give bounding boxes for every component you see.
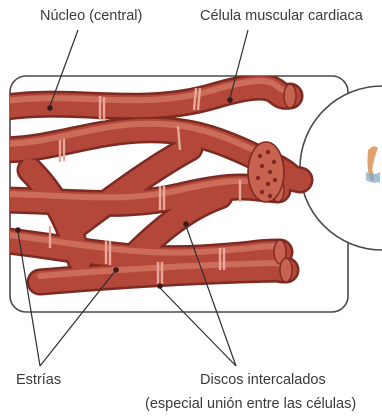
- label-striations: Estrías: [16, 372, 61, 388]
- label-cell: Célula muscular cardiaca: [200, 8, 363, 24]
- label-nucleus: Núcleo (central): [40, 8, 142, 24]
- label-discs-note: (especial unión entre las células): [145, 396, 356, 412]
- label-discs: Discos intercalados: [200, 372, 326, 388]
